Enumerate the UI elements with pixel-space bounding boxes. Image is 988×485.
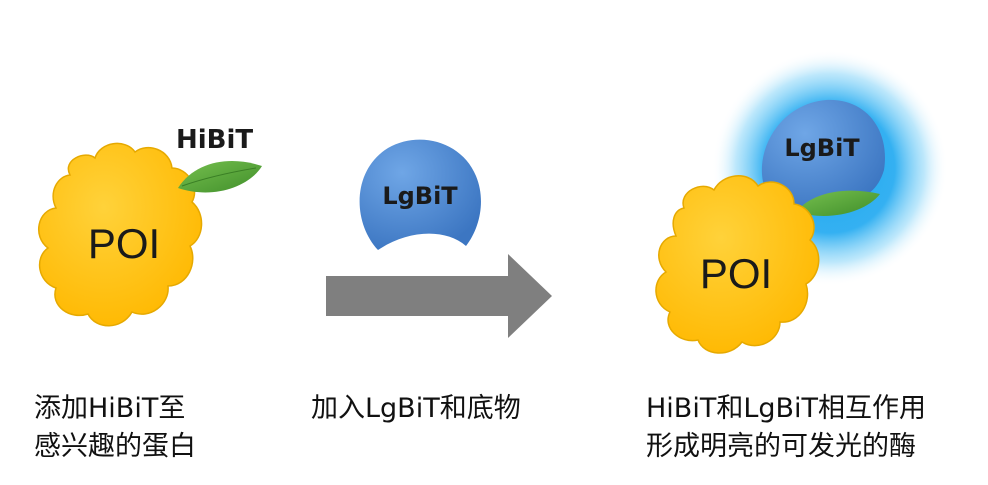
lgbit-pacman-middle — [359, 139, 481, 250]
poi-label-left: POI — [88, 220, 160, 267]
step1-caption-line2: 感兴趣的蛋白 — [34, 431, 196, 462]
step1-caption: 添加HiBiT至 感兴趣的蛋白 — [34, 390, 196, 466]
hibit-label-left: HiBiT — [176, 125, 253, 155]
step3-caption-line2: 形成明亮的可发光的酶 — [646, 431, 916, 462]
poi-blob-left — [38, 142, 203, 327]
lgbit-label-middle: LgBiT — [382, 182, 458, 210]
process-arrow — [326, 254, 552, 338]
lgbit-pacman-right — [761, 99, 885, 212]
step3-caption: HiBiT和LgBiT相互作用 形成明亮的可发光的酶 — [646, 390, 926, 466]
lgbit-label-right: LgBiT — [784, 134, 860, 162]
step2-caption-line1: 加入LgBiT和底物 — [311, 393, 521, 424]
step2-caption: 加入LgBiT和底物 — [311, 390, 521, 428]
step1-caption-line1: 添加HiBiT至 — [34, 393, 186, 424]
poi-label-right: POI — [700, 250, 772, 297]
step3-caption-line1: HiBiT和LgBiT相互作用 — [646, 393, 927, 424]
hibit-leaf-right — [796, 190, 880, 216]
poi-blob-right — [655, 175, 820, 354]
hibit-leaf-left — [178, 161, 262, 193]
